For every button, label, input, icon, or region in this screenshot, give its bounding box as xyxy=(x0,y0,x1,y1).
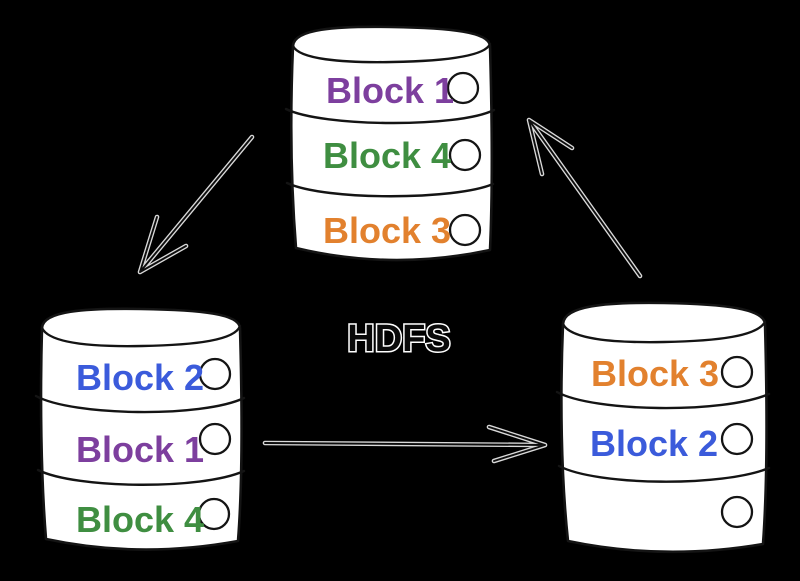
cylinder-divider xyxy=(36,468,246,486)
cylinder-silhouette xyxy=(39,307,243,551)
cylinder-top-ellipse xyxy=(561,320,767,344)
cylinder-top-ellipse xyxy=(291,42,492,64)
block-slot-circle xyxy=(446,71,480,105)
cylinder-silhouette xyxy=(290,25,494,262)
block-label: Block 4 xyxy=(323,135,451,176)
block-label: Block 2 xyxy=(76,357,204,398)
block-slot-circle xyxy=(197,497,231,531)
datanode-cylinder-bottom-left: Block 2 Block 1 Block 4 xyxy=(34,307,246,551)
datanode-cylinder-bottom-right: Block 3 Block 2 xyxy=(555,301,771,554)
block-slot-circle xyxy=(448,213,482,247)
cylinder-divider xyxy=(285,181,495,198)
block-label: Block 1 xyxy=(326,70,454,111)
block-label: Block 4 xyxy=(76,499,204,540)
block-slot-circle xyxy=(448,138,482,172)
cylinder-silhouette xyxy=(560,301,768,554)
block-label: Block 1 xyxy=(76,429,204,470)
block-label: Block 3 xyxy=(591,353,719,394)
cylinder-divider xyxy=(555,390,771,410)
hdfs-title: HDFS xyxy=(347,318,450,360)
datanode-cylinder-top: Block 1 Block 4 Block 3 xyxy=(284,25,496,262)
block-slot-circle xyxy=(720,355,754,389)
block-slot-circle xyxy=(720,422,754,456)
arrow-right-to-top xyxy=(526,117,643,279)
arrow-line xyxy=(264,426,546,462)
block-label: Block 3 xyxy=(323,210,451,251)
arrow-line xyxy=(139,136,253,273)
block-slot-circle xyxy=(720,495,754,529)
block-label: Block 2 xyxy=(590,423,718,464)
arrow-left-to-right xyxy=(262,424,548,464)
arrow-line xyxy=(528,119,641,277)
cylinder-divider xyxy=(557,464,771,483)
arrow-top-to-left xyxy=(137,134,255,275)
block-slot-circle xyxy=(198,422,232,456)
cylinder-divider xyxy=(34,394,246,414)
cylinder-divider xyxy=(284,107,496,125)
block-slot-circle xyxy=(198,357,232,391)
cylinder-top-ellipse xyxy=(40,324,242,348)
